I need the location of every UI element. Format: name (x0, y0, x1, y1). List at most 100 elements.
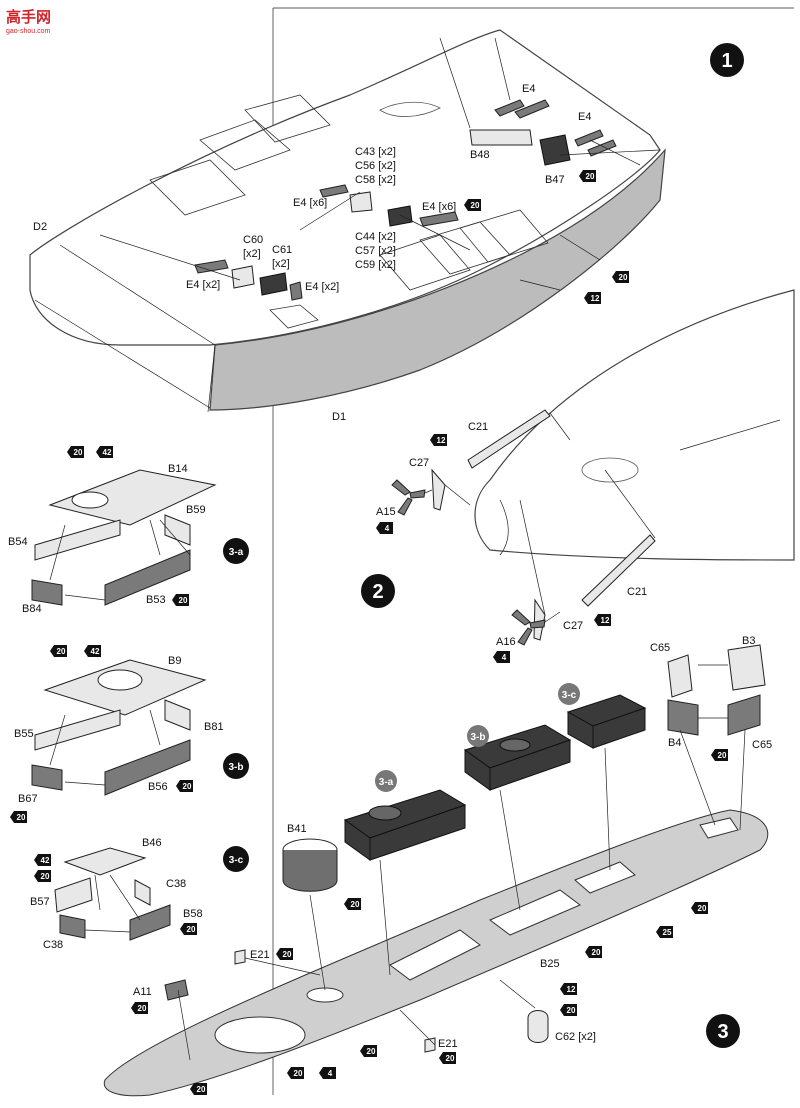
label-b81: B81 (204, 721, 224, 733)
part-c60 (231, 265, 255, 289)
wall-b81 (164, 699, 191, 731)
svg-text:20: 20 (567, 1006, 576, 1015)
svg-text:20: 20 (367, 1047, 376, 1056)
part-a11 (164, 979, 189, 1001)
label-e4x6-a: E4 [x6] (293, 197, 327, 209)
substep-3b: B9 B81 B55 B67 B56 3-b (14, 655, 249, 805)
paint-badge: 42 (34, 854, 51, 866)
substep-3c-marker (223, 846, 249, 872)
paint-badge: 4 (376, 522, 393, 534)
paint-badge: 20 (360, 1045, 377, 1057)
label-c60-qty: [x2] (243, 248, 261, 260)
label-c65-bottom: C65 (752, 739, 772, 751)
svg-text:4: 4 (502, 653, 507, 662)
label-b84: B84 (22, 603, 42, 615)
svg-text:20: 20 (183, 782, 192, 791)
step-1-hull-assembly: D2 D1 E4 E4 B48 B47 C43 [x2] C56 [x2] C5… (29, 29, 744, 423)
label-c61: C61 (272, 244, 292, 256)
shaft-c21-bottom (581, 534, 656, 607)
svg-text:12: 12 (567, 985, 576, 994)
wall-b54 (34, 519, 121, 561)
paint-badge: 20 (585, 946, 602, 958)
paint-badge: 12 (594, 614, 611, 626)
label-c44: C44 [x2] (355, 231, 396, 243)
marker-3b (467, 725, 489, 747)
label-c56: C56 [x2] (355, 160, 396, 172)
step-3-deck-assembly: 3-a 3-b 3-c C65 B3 B4 C65 B41 B25 E21 E2… (103, 635, 772, 1097)
paint-badges: 20 20 20 12 12 4 12 4 20 42 20 20 42 20 … (10, 170, 728, 1095)
label-e21-a: E21 (250, 949, 270, 961)
paint-badge: 20 (34, 870, 51, 882)
block-3c (566, 694, 647, 749)
label-a15: A15 (376, 506, 396, 518)
label-b48: B48 (470, 149, 490, 161)
svg-text:42: 42 (91, 647, 100, 656)
wall-b57 (54, 877, 93, 913)
paint-badge: 20 (180, 923, 197, 935)
part-b48 (469, 129, 533, 146)
svg-text:20: 20 (187, 925, 196, 934)
svg-text:20: 20 (197, 1085, 206, 1094)
label-c65-top: C65 (650, 642, 670, 654)
stern-hull (474, 289, 795, 561)
block-3b (463, 724, 572, 791)
marker-3a-label: 3-a (379, 777, 394, 788)
substep-3c-label: 3-c (229, 855, 244, 866)
label-c27-top: C27 (409, 457, 429, 469)
paint-badge: 20 (711, 749, 728, 761)
part-c43 (349, 191, 373, 213)
paint-badge: 20 (612, 271, 629, 283)
logo-url: gao-shou.com (6, 28, 51, 35)
label-b4: B4 (668, 737, 681, 749)
label-d2: D2 (33, 221, 47, 233)
paint-badge: 20 (579, 170, 596, 182)
paint-badge: 20 (10, 811, 27, 823)
paint-badge: 25 (656, 926, 673, 938)
wall-c65-bottom (727, 694, 761, 736)
wall-b3 (727, 644, 766, 691)
step-2-number: 2 (372, 581, 383, 603)
label-b41: B41 (287, 823, 307, 835)
funnel-b41 (282, 838, 338, 892)
propeller-a15 (391, 479, 426, 516)
label-b58: B58 (183, 908, 203, 920)
svg-text:42: 42 (103, 448, 112, 457)
step-3-number: 3 (717, 1021, 728, 1043)
part-e4x2 (194, 259, 229, 274)
label-c57: C57 [x2] (355, 245, 396, 257)
svg-text:20: 20 (718, 751, 727, 760)
label-a11: A11 (133, 986, 152, 998)
svg-text:25: 25 (663, 928, 672, 937)
paint-badge: 20 (344, 898, 361, 910)
svg-text:20: 20 (351, 900, 360, 909)
wall-b84 (31, 579, 63, 606)
propeller-a16 (511, 609, 546, 646)
marker-3a (375, 770, 397, 792)
part-e21-a (234, 949, 246, 965)
paint-badge: 4 (319, 1067, 336, 1079)
part-e4-pair (494, 99, 525, 117)
part-c62 (527, 1010, 549, 1043)
svg-text:20: 20 (179, 596, 188, 605)
label-c62: C62 [x2] (555, 1031, 596, 1043)
paint-badge: 20 (464, 199, 481, 211)
svg-text:20: 20 (294, 1069, 303, 1078)
svg-text:20: 20 (41, 872, 50, 881)
svg-text:12: 12 (437, 436, 446, 445)
wall-b56 (104, 739, 191, 796)
paint-badge: 20 (276, 948, 293, 960)
substep-3b-marker (223, 753, 249, 779)
marker-3c-label: 3-c (562, 690, 577, 701)
paint-badge: 42 (84, 645, 101, 657)
paint-badge: 20 (172, 594, 189, 606)
plate-b46 (63, 847, 147, 876)
label-b3: B3 (742, 635, 755, 647)
paint-badge: 20 (691, 902, 708, 914)
label-c61-qty: [x2] (272, 258, 290, 270)
label-b67: B67 (18, 793, 38, 805)
part-e4x6 (319, 184, 349, 198)
paint-badge: 20 (176, 780, 193, 792)
svg-text:12: 12 (601, 616, 610, 625)
svg-text:20: 20 (471, 201, 480, 210)
